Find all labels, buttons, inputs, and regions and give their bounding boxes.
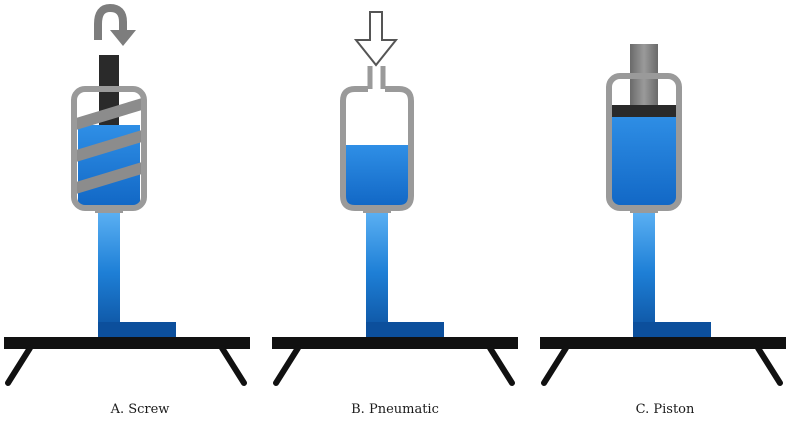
piston-platform <box>540 337 786 386</box>
pneumatic-air-inlet <box>367 66 386 89</box>
panel-screw <box>4 3 250 386</box>
screw-deposit <box>98 322 176 337</box>
pneumatic-nozzle <box>366 208 388 338</box>
piston-head <box>612 105 676 117</box>
caption-screw: A. Screw <box>110 402 170 417</box>
rotate-arrow-icon <box>94 3 136 46</box>
screw-platform <box>4 337 250 386</box>
panel-pneumatic <box>272 11 518 386</box>
piston-ink <box>612 114 676 205</box>
screw-nozzle-rim <box>95 208 123 213</box>
pneumatic-nozzle-rim <box>363 208 391 213</box>
pneumatic-ink <box>346 145 408 205</box>
piston-nozzle <box>633 208 655 338</box>
pneumatic-platform <box>272 337 518 386</box>
piston-deposit <box>633 322 711 337</box>
screw-threads <box>76 98 142 194</box>
caption-pneumatic: B. Pneumatic <box>351 402 439 417</box>
pneumatic-deposit <box>366 322 444 337</box>
panel-piston <box>540 44 786 386</box>
screw-nozzle <box>98 208 120 338</box>
piston-nozzle-rim <box>630 208 658 213</box>
down-arrow-icon <box>353 11 399 67</box>
caption-piston: C. Piston <box>635 402 695 417</box>
